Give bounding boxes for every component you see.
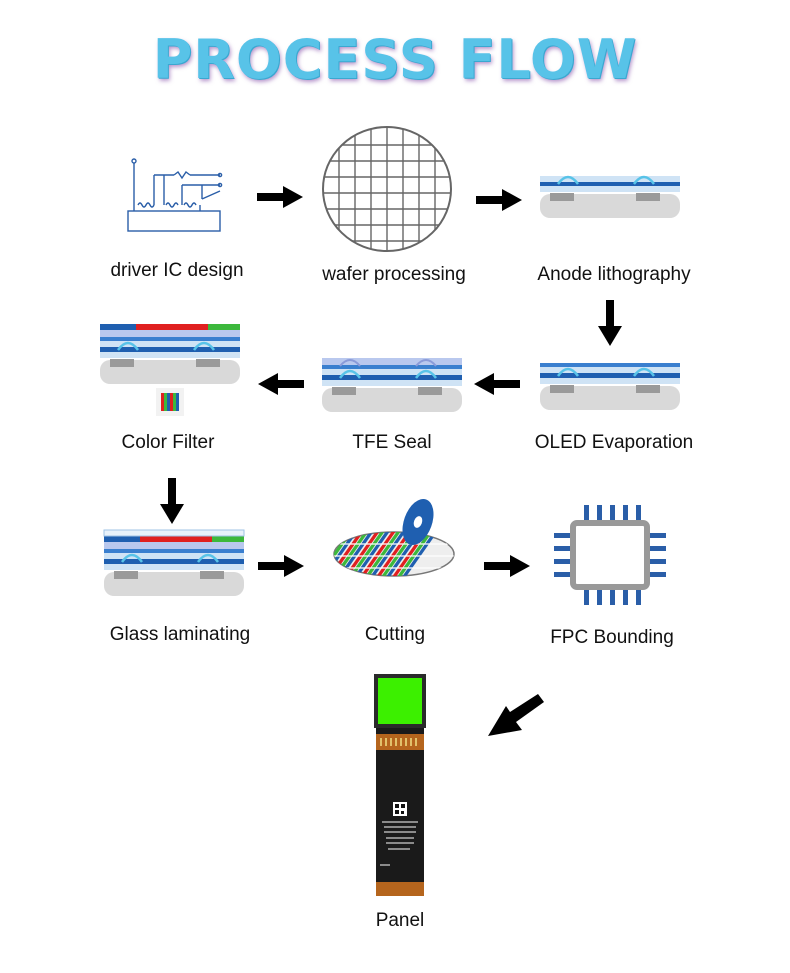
step-tfe-seal xyxy=(320,352,464,412)
step-oled-evaporation xyxy=(538,358,682,410)
color-filter-stack-icon xyxy=(100,324,240,384)
step-glass-laminating xyxy=(102,528,246,596)
step-label: wafer processing xyxy=(322,264,466,285)
step-driver-ic-design xyxy=(122,155,232,237)
arrow-down-icon xyxy=(598,300,622,346)
arrow-down-left-icon xyxy=(488,694,544,736)
step-label: driver IC design xyxy=(110,260,244,281)
step-color-filter xyxy=(98,320,242,384)
step-label: FPC Bounding xyxy=(550,627,674,648)
arrow-right-icon xyxy=(476,189,522,211)
step-label: TFE Seal xyxy=(352,432,432,453)
page-title: PROCESS FLOW xyxy=(152,28,638,91)
step-label: Panel xyxy=(375,910,425,931)
step-label: Glass laminating xyxy=(109,624,251,645)
color-filter-stack-icon xyxy=(103,529,245,596)
step-label: Cutting xyxy=(364,624,426,645)
layer-stack-icon xyxy=(540,363,680,410)
oled-panel-icon xyxy=(372,674,428,896)
layer-stack-icon xyxy=(322,358,462,412)
layer-stack-icon xyxy=(540,175,680,218)
color-filter-thumbnail xyxy=(156,388,184,416)
dicing-saw-icon xyxy=(333,498,455,577)
arrow-right-icon xyxy=(484,555,530,577)
arrow-down-icon xyxy=(160,478,184,524)
step-label: OLED Evaporation xyxy=(534,432,694,453)
arrow-right-icon xyxy=(257,186,303,208)
arrow-left-icon xyxy=(258,373,304,395)
circuit-schematic-icon xyxy=(127,158,223,232)
wafer-icon xyxy=(322,126,452,252)
step-anode-lithography xyxy=(538,168,682,218)
chip-icon xyxy=(554,505,666,605)
arrow-left-icon xyxy=(474,373,520,395)
arrow-right-icon xyxy=(258,555,304,577)
step-label: Anode lithography xyxy=(537,264,691,285)
step-fpc-bounding xyxy=(554,505,666,605)
step-wafer-processing xyxy=(318,123,456,255)
step-cutting xyxy=(330,494,462,584)
step-label: Color Filter xyxy=(121,432,215,453)
